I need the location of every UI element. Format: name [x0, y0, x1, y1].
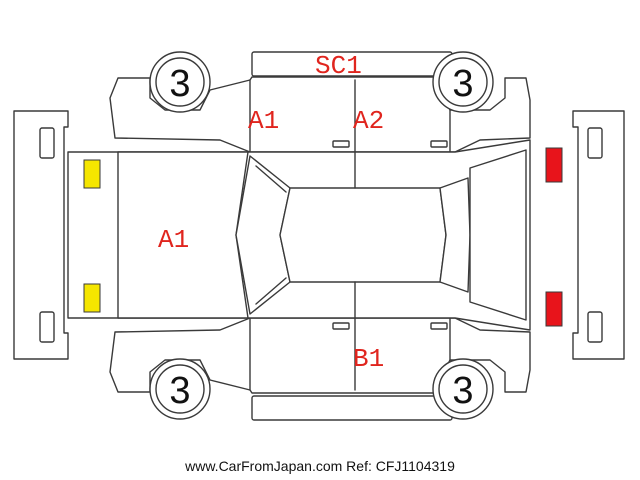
footer-ref: Ref: CFJ1104319: [346, 458, 455, 474]
wheel-front-left-grade: 3: [169, 63, 190, 105]
wheel-front-right-grade: 3: [169, 370, 190, 412]
left-rear-door-damage-label: A2: [353, 106, 384, 136]
taillight-right-icon: [545, 291, 563, 327]
right-side-panel: [109, 317, 531, 394]
headlight-right-icon: [83, 283, 101, 313]
top-view-body: [67, 139, 531, 331]
taillights: [545, 147, 563, 327]
wheel-rear-left-grade: 3: [452, 63, 473, 105]
headlights: [83, 159, 101, 313]
rear-bumper: [572, 110, 625, 360]
front-bumper: [13, 110, 69, 360]
hood-damage-label: A1: [158, 225, 189, 255]
wheel-front-right: 3: [149, 358, 211, 420]
right-rear-door-damage-label: B1: [353, 344, 384, 374]
footer: www.CarFromJapan.com Ref: CFJ1104319: [0, 458, 640, 474]
headlight-left-icon: [83, 159, 101, 189]
left-side-panel: [109, 76, 531, 153]
wheel-rear-left: 3: [432, 51, 494, 113]
left-front-door-damage-label: A1: [248, 106, 279, 136]
roof-damage-label: SC1: [315, 51, 362, 81]
wheel-rear-right-grade: 3: [452, 370, 473, 412]
taillight-left-icon: [545, 147, 563, 183]
wheel-front-left: 3: [149, 51, 211, 113]
side-sill-bottom: [251, 395, 453, 421]
wheel-rear-right: 3: [432, 358, 494, 420]
footer-site: www.CarFromJapan.com: [185, 458, 343, 474]
